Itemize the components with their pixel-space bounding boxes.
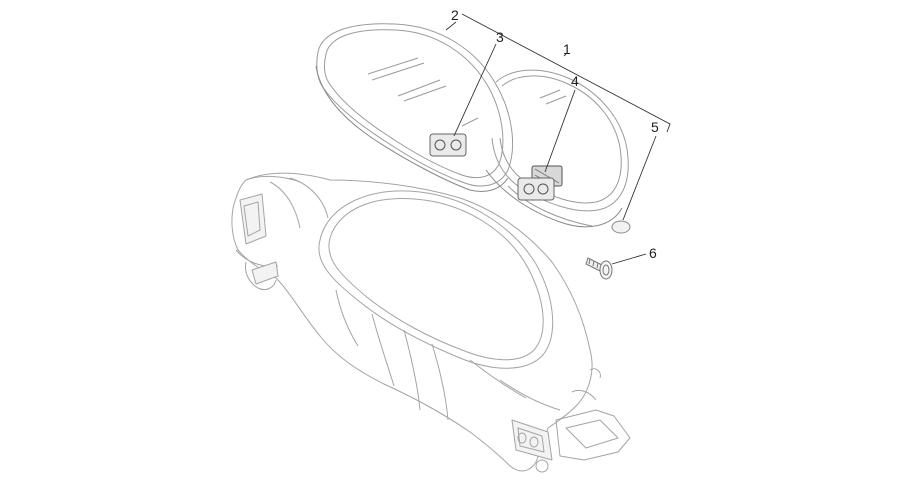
callout-1: 1	[563, 41, 571, 57]
callout-6: 6	[649, 245, 657, 261]
leader-lines	[445, 13, 671, 265]
callout-2: 2	[451, 7, 459, 23]
callout-4: 4	[571, 73, 579, 89]
callout-5: 5	[651, 119, 659, 135]
handlebar-cover	[231, 172, 631, 473]
instrument-cluster	[315, 23, 629, 228]
screw-part	[585, 257, 613, 280]
cap-part	[611, 220, 631, 234]
callout-3: 3	[496, 29, 504, 45]
callout-labels: 1 2 3 4 5 6	[451, 7, 659, 261]
